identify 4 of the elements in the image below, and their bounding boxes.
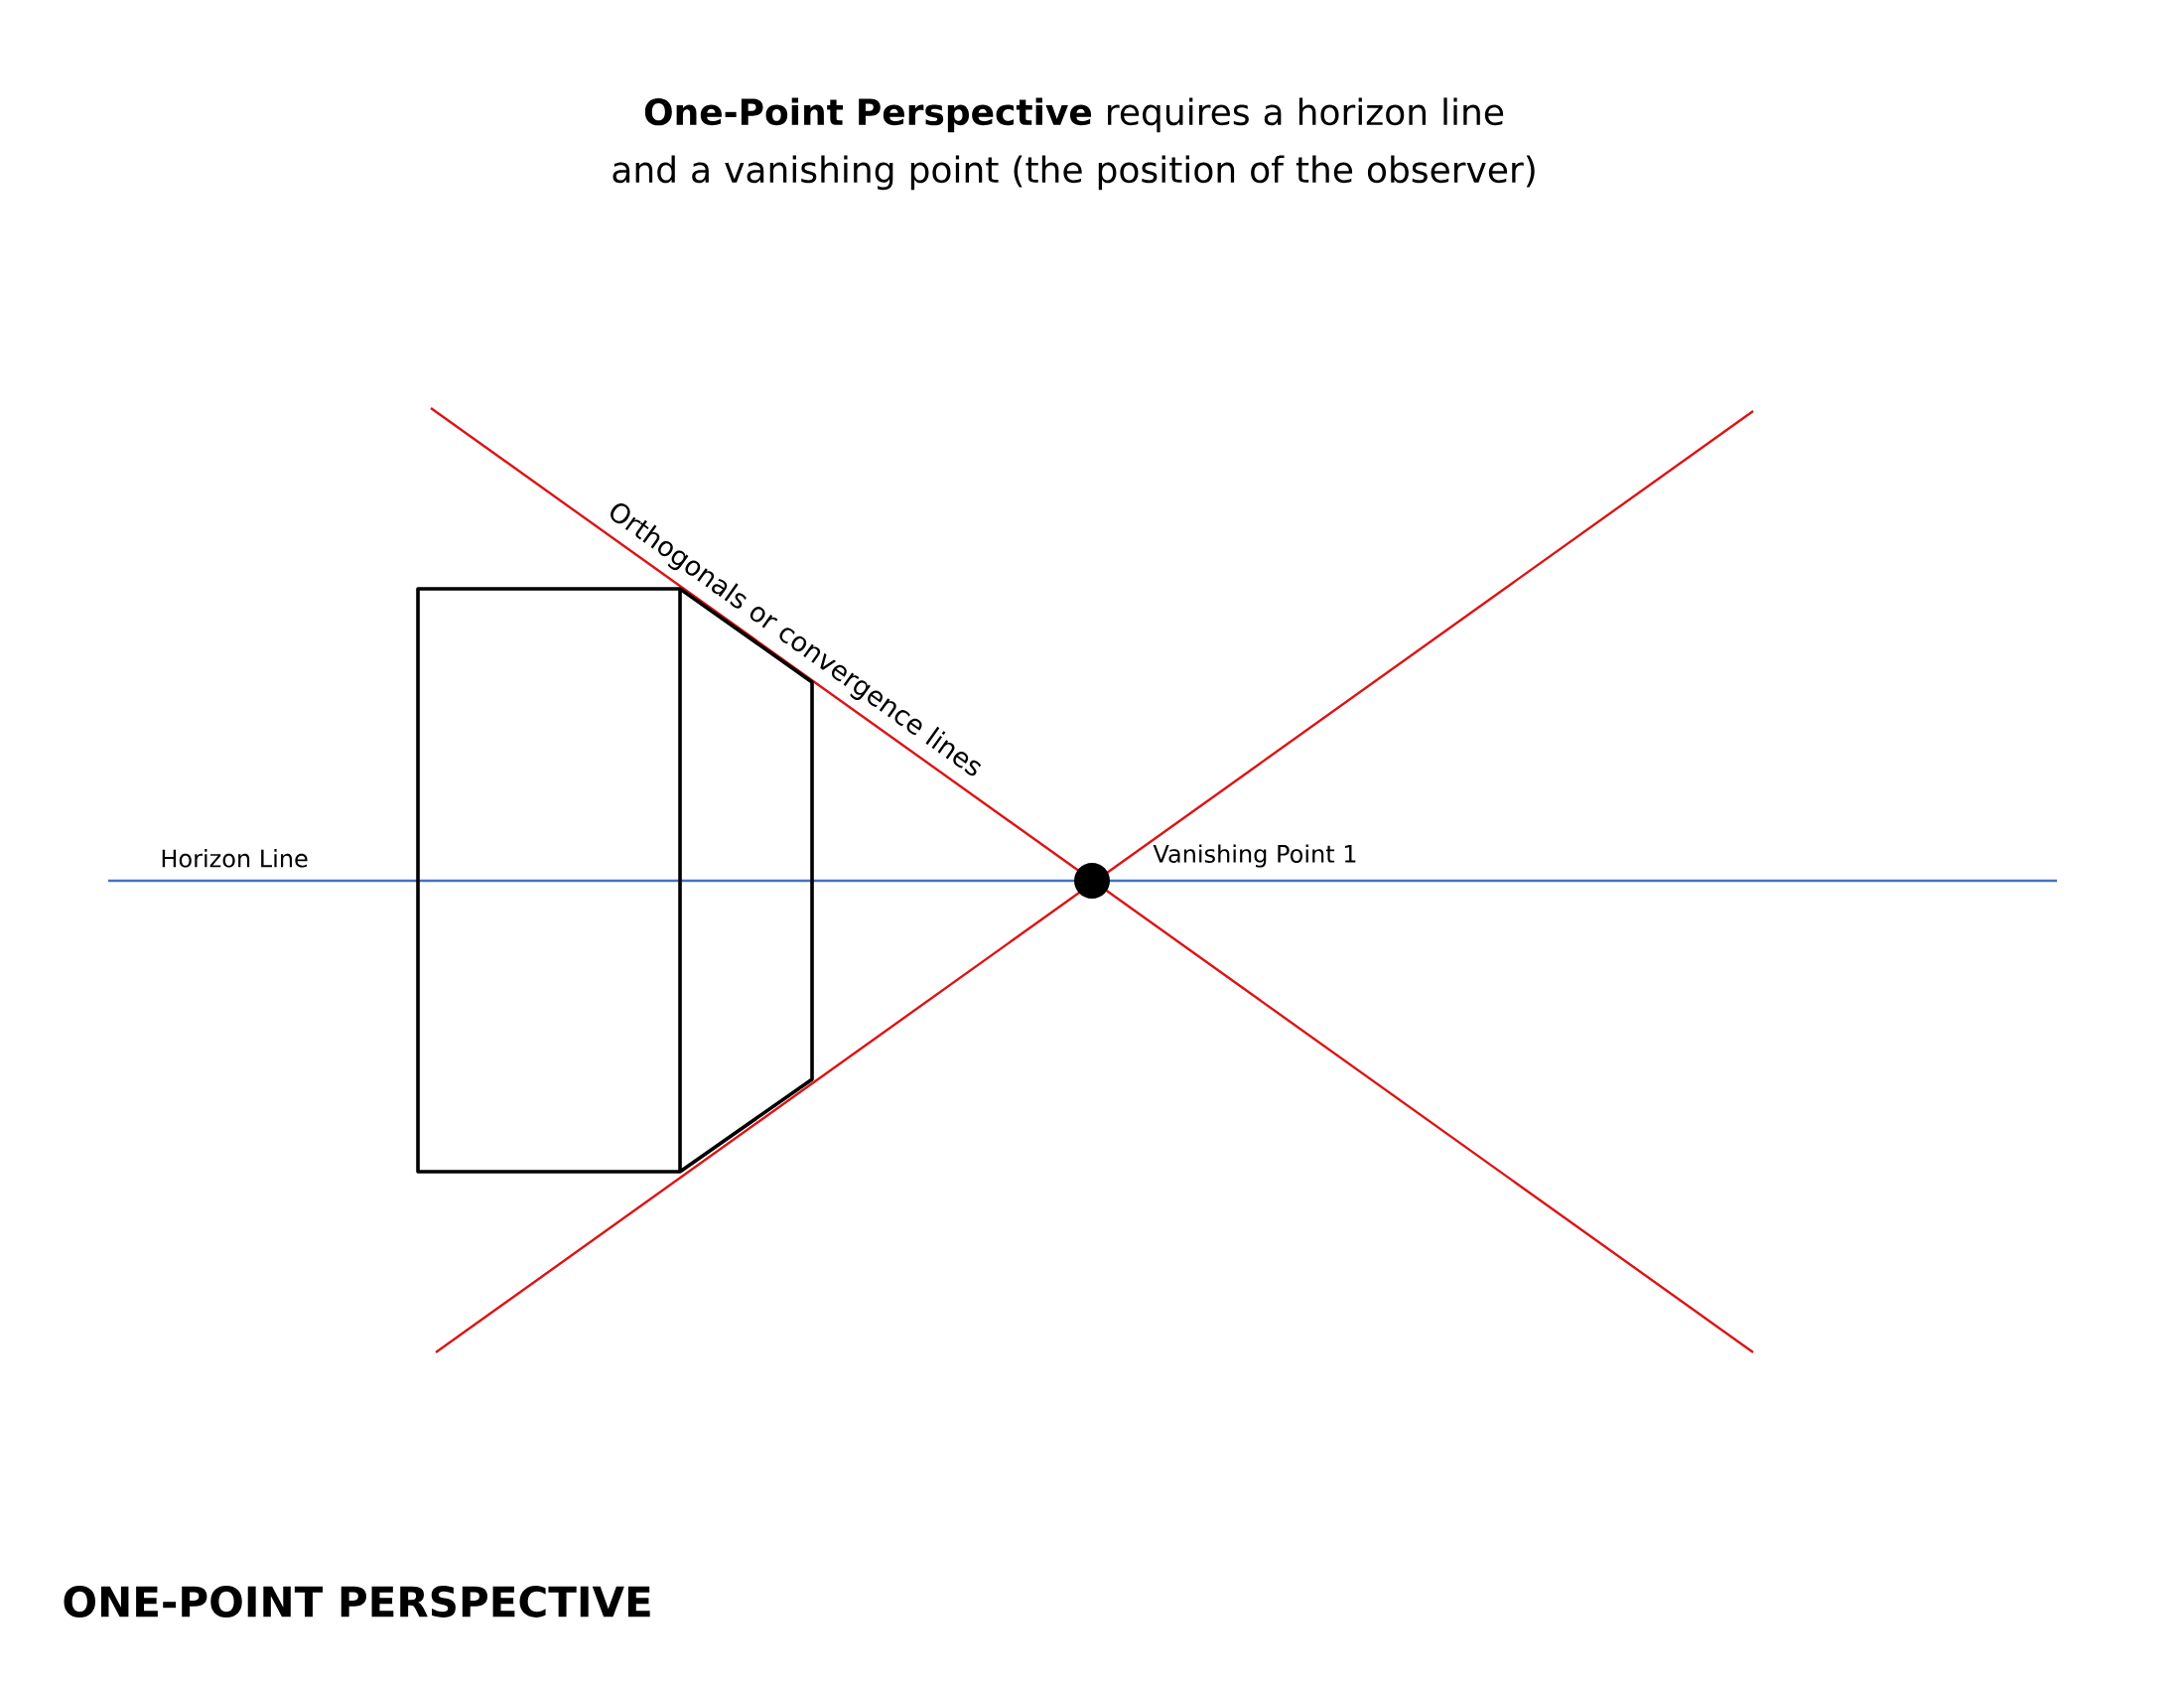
title-text: One-Point Perspective requires a horizon line and a vanishing point (the position of the observer) bbox=[613, 97, 1535, 191]
line-label: Vanishing Point 1 bbox=[1153, 844, 1356, 868]
line-label: Horizon Line bbox=[162, 849, 308, 868]
caption-text: ONE-POINT PERSPECTIVE bbox=[64, 1586, 650, 1618]
